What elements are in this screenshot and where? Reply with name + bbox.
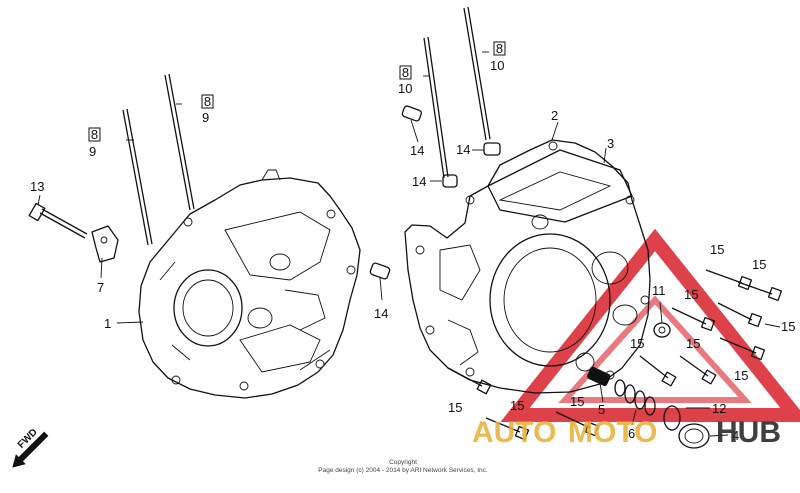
callouts: 1 2 3 4 5 6 7 9 9 10 10 11 12 13 14 14 1… [30, 58, 795, 443]
callout-4: 4 [732, 428, 739, 443]
copyright-line-1: Copyright [389, 459, 417, 466]
copyright-line-2: Page design (c) 2004 - 2014 by ARI Netwo… [318, 467, 488, 474]
ref-box-label: 8 [204, 94, 211, 109]
callout-15-j: 15 [570, 394, 584, 409]
ref-box-stud-left-front: 8 [88, 127, 101, 142]
callout-15-d: 15 [781, 319, 795, 334]
callout-14-b: 14 [456, 142, 470, 157]
callout-10-right: 10 [490, 58, 504, 73]
callout-5: 5 [598, 402, 605, 417]
watermark-logo [500, 228, 800, 422]
ref-box-stud-right-front: 8 [399, 65, 412, 80]
watermark-part-1: AUTO [472, 416, 556, 449]
forward-direction-indicator: FWD [12, 427, 49, 468]
ref-box-label: 8 [496, 41, 503, 56]
filter-screen-5 [587, 366, 611, 387]
callout-15-g: 15 [734, 368, 748, 383]
callout-1: 1 [104, 316, 111, 331]
ref-box-label: 8 [402, 65, 409, 80]
fwd-arrow-icon [12, 431, 49, 468]
washer-11 [653, 322, 671, 338]
leader-lines [37, 51, 781, 437]
right-crankcase [404, 139, 651, 394]
callout-14-d: 14 [374, 306, 388, 321]
callout-15-c: 15 [684, 287, 698, 302]
callout-9-left: 9 [89, 144, 96, 159]
clamp-7 [91, 225, 119, 263]
ref-box-stud-right-rear: 8 [493, 41, 506, 56]
copyright-notice: Copyright Page design (c) 2004 - 2014 by… [318, 459, 488, 474]
callout-7: 7 [97, 280, 104, 295]
callout-9-right: 9 [202, 110, 209, 125]
callout-15-b: 15 [752, 257, 766, 272]
bolt-13 [28, 202, 88, 239]
callout-15-f: 15 [686, 336, 700, 351]
watermark-triangle [500, 228, 800, 422]
callout-15-h: 15 [448, 400, 462, 415]
callout-3: 3 [607, 136, 614, 151]
o-ring-12 [663, 405, 681, 431]
cap-4 [678, 423, 710, 449]
callout-10-left: 10 [398, 81, 412, 96]
callout-14-c: 14 [412, 174, 426, 189]
dowel-pin-c [442, 174, 458, 188]
watermark-part-2: MOTO [568, 416, 657, 449]
bolt-15-group [447, 269, 783, 441]
dowel-pin-b [483, 142, 501, 156]
watermark-text: AUTO MOTO HUB [472, 416, 781, 449]
callout-11: 11 [652, 283, 666, 298]
dowel-pin-a [401, 105, 422, 122]
stud-right-front [423, 36, 449, 179]
callout-13: 13 [30, 179, 44, 194]
dowel-pin-d [369, 262, 391, 280]
callout-2: 2 [551, 108, 558, 123]
callout-15-e: 15 [630, 336, 644, 351]
stud-left-front [122, 108, 153, 246]
callout-15-a: 15 [710, 242, 724, 257]
left-crankcase [138, 169, 361, 399]
watermark-part-3: HUB [716, 416, 781, 449]
callout-12: 12 [712, 401, 726, 416]
callout-15-i: 15 [510, 398, 524, 413]
stud-right-rear [463, 6, 491, 141]
stud-left-rear [164, 73, 195, 211]
spring-6 [614, 379, 656, 416]
callout-14-a: 14 [410, 143, 424, 158]
callout-6: 6 [628, 426, 635, 441]
ref-box-stud-left-rear: 8 [201, 94, 214, 109]
ref-box-label: 8 [91, 127, 98, 142]
